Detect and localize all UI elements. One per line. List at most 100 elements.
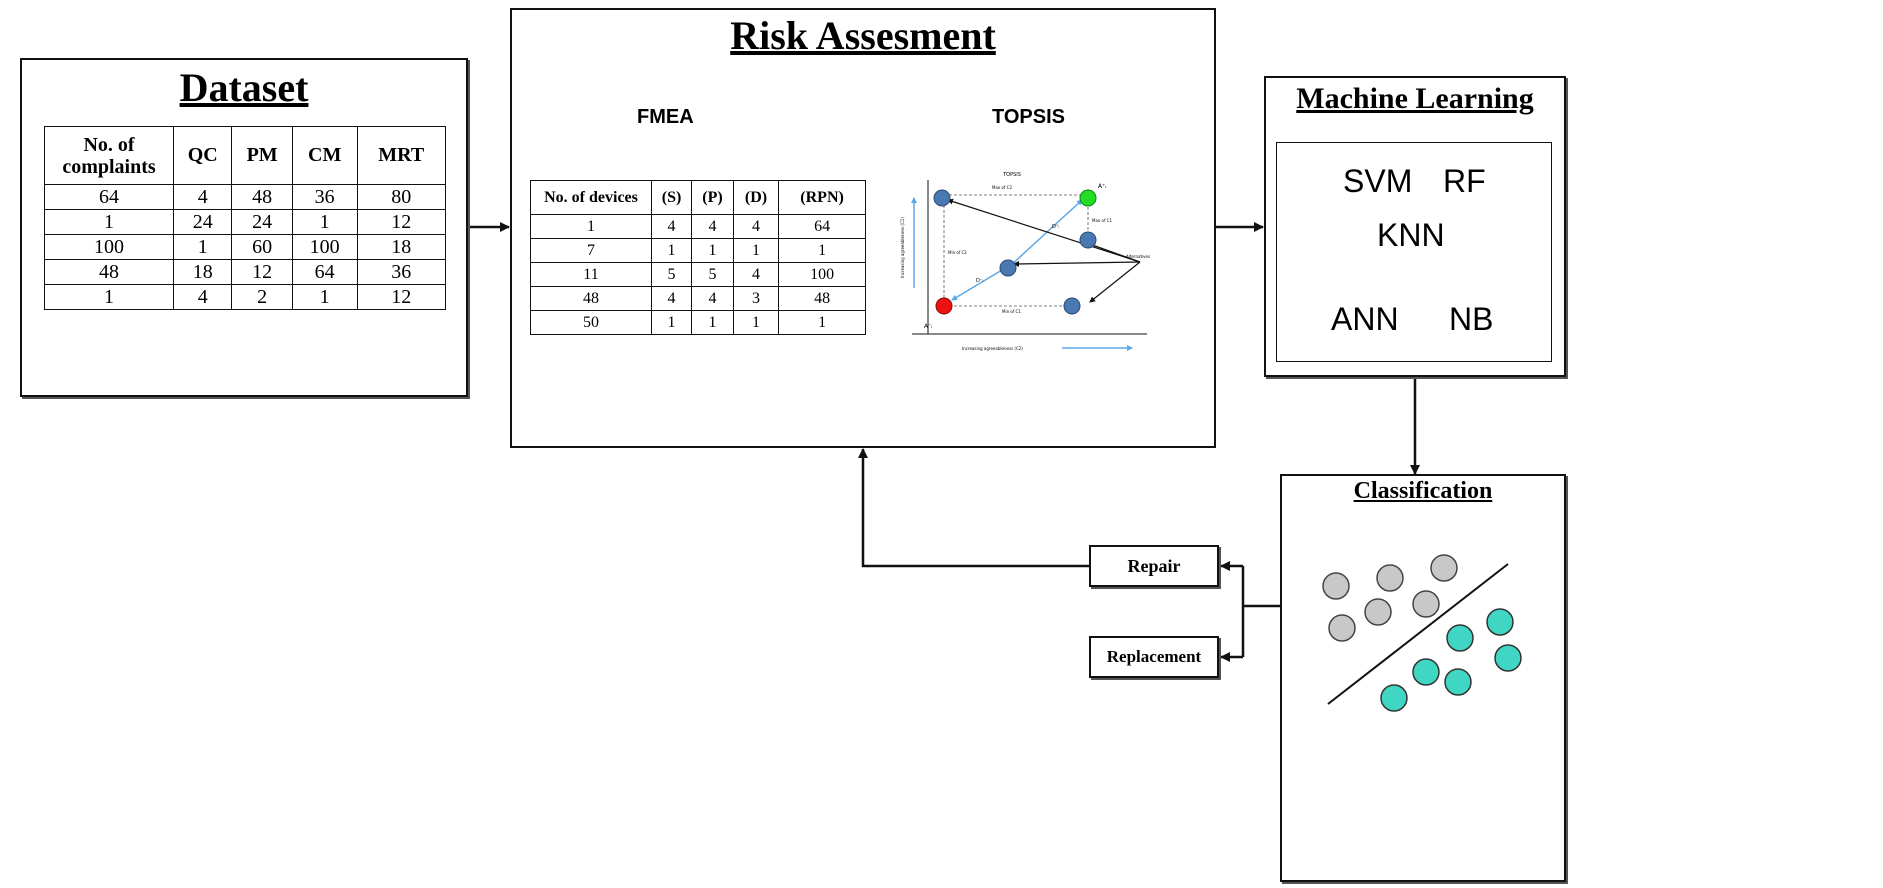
dataset-header-cm: CM <box>291 126 358 185</box>
dataset-header-complaints: No. of complaints <box>44 126 174 185</box>
class-a-point <box>1364 598 1392 626</box>
table-cell: 2 <box>231 284 293 310</box>
decision-boundary <box>1327 563 1509 705</box>
ml-algo-ann: ANN <box>1331 301 1399 337</box>
class-b-point <box>1486 608 1514 636</box>
classification-title: Classification <box>1353 478 1493 504</box>
machine-learning-box: Machine Learning SVM RF KNN ANN NB <box>1264 76 1566 377</box>
fmea-header-s: (S) <box>650 180 693 215</box>
table-cell: 1 <box>44 284 174 310</box>
class-b-point <box>1446 624 1474 652</box>
fmea-header-row: No. of devices (S) (P) (D) (RPN) <box>530 180 866 215</box>
table-cell: 100 <box>778 262 866 287</box>
table-cell: 36 <box>356 259 446 285</box>
ml-algo-svm: SVM <box>1343 163 1413 199</box>
table-cell: 18 <box>356 234 446 260</box>
topsis-point-alt <box>933 189 951 207</box>
table-cell: 1 <box>732 238 780 263</box>
dataset-header-row: No. of complaints QC PM CM MRT <box>44 126 446 185</box>
table-cell: 4 <box>172 284 233 310</box>
table-cell: 11 <box>530 262 652 287</box>
table-cell: 7 <box>530 238 652 263</box>
fmea-header-p: (P) <box>691 180 734 215</box>
table-cell: 4 <box>732 214 780 239</box>
class-a-point <box>1328 614 1356 642</box>
table-cell: 50 <box>530 310 652 335</box>
table-cell: 1 <box>650 310 693 335</box>
risk-assessment-box: Risk Assesment FMEA TOPSIS No. of device… <box>510 8 1216 448</box>
a-plus-label: A⁺ᵢ <box>1098 183 1106 190</box>
table-row: 1 4 2 1 12 <box>44 284 446 310</box>
alt-arrow-2 <box>1013 260 1141 267</box>
ml-title: Machine Learning <box>1296 82 1534 115</box>
topsis-point-alt <box>1079 231 1097 249</box>
class-b-point <box>1412 658 1440 686</box>
max-c2-label: Max of C2 <box>992 185 1012 190</box>
class-a-point <box>1376 564 1404 592</box>
topsis-point-alt <box>1063 297 1081 315</box>
alternatives-label: Alternatives <box>1126 254 1150 259</box>
table-cell: 48 <box>44 259 174 285</box>
topsis-point-ideal <box>1079 189 1097 207</box>
table-cell: 1 <box>291 209 358 235</box>
table-cell: 48 <box>231 184 293 210</box>
ml-algo-knn: KNN <box>1377 217 1445 253</box>
table-row: 1 24 24 1 12 <box>44 209 446 235</box>
a-minus-label: A⁻ᵢ <box>924 323 932 330</box>
table-cell: 5 <box>691 262 734 287</box>
table-cell: 48 <box>778 286 866 311</box>
arrow-repair-to-risk <box>858 448 1089 568</box>
table-cell: 24 <box>231 209 293 235</box>
class-a-point <box>1430 554 1458 582</box>
table-cell: 64 <box>44 184 174 210</box>
d-minus-line <box>951 269 1003 301</box>
dataset-header-mrt: MRT <box>356 126 446 185</box>
table-cell: 5 <box>650 262 693 287</box>
fmea-label: FMEA <box>637 106 694 128</box>
table-cell: 4 <box>732 262 780 287</box>
y-axis-label: Increasing agreeableness (C1) <box>900 217 905 278</box>
fmea-header-d: (D) <box>732 180 780 215</box>
alt-arrow-1 <box>947 198 1141 263</box>
table-row: 7 1 1 1 1 <box>530 238 866 263</box>
d-minus-label: D⁻ᵢ <box>976 278 983 284</box>
ml-algo-rf: RF <box>1443 163 1486 199</box>
table-cell: 1 <box>778 238 866 263</box>
replacement-box: Replacement <box>1089 636 1219 678</box>
table-row: 50 1 1 1 1 <box>530 310 866 335</box>
table-cell: 48 <box>530 286 652 311</box>
table-cell: 1 <box>732 310 780 335</box>
classification-plot <box>1322 554 1522 712</box>
table-cell: 4 <box>650 286 693 311</box>
table-cell: 64 <box>291 259 358 285</box>
dataset-header-qc: QC <box>172 126 233 185</box>
fmea-header-devices: No. of devices <box>530 180 652 215</box>
topsis-point-anti-ideal <box>935 297 953 315</box>
dataset-title: Dataset <box>179 65 309 110</box>
table-cell: 100 <box>291 234 358 260</box>
topsis-plot-caption: TOPSIS <box>1002 172 1021 178</box>
table-cell: 1 <box>530 214 652 239</box>
table-cell: 36 <box>291 184 358 210</box>
topsis-plot: TOPSIS Increasing agreeableness (C1) Inc… <box>900 172 1150 351</box>
table-row: 1 4 4 4 64 <box>530 214 866 239</box>
fmea-table: No. of devices (S) (P) (D) (RPN) 1 4 4 4… <box>530 180 866 335</box>
replacement-label: Replacement <box>1106 647 1202 666</box>
repair-box: Repair <box>1089 545 1219 587</box>
class-a-point <box>1322 572 1350 600</box>
table-cell: 12 <box>231 259 293 285</box>
table-cell: 12 <box>356 284 446 310</box>
table-cell: 1 <box>172 234 233 260</box>
class-a-point <box>1412 590 1440 618</box>
fmea-header-rpn: (RPN) <box>778 180 866 215</box>
table-row: 64 4 48 36 80 <box>44 184 446 210</box>
classification-box: Classification <box>1280 474 1566 882</box>
class-b-point <box>1380 684 1408 712</box>
table-row: 100 1 60 100 18 <box>44 234 446 260</box>
table-cell: 64 <box>778 214 866 239</box>
table-cell: 1 <box>44 209 174 235</box>
class-b-point <box>1444 668 1472 696</box>
max-c1-label: Max of C1 <box>1092 218 1112 223</box>
table-cell: 1 <box>650 238 693 263</box>
